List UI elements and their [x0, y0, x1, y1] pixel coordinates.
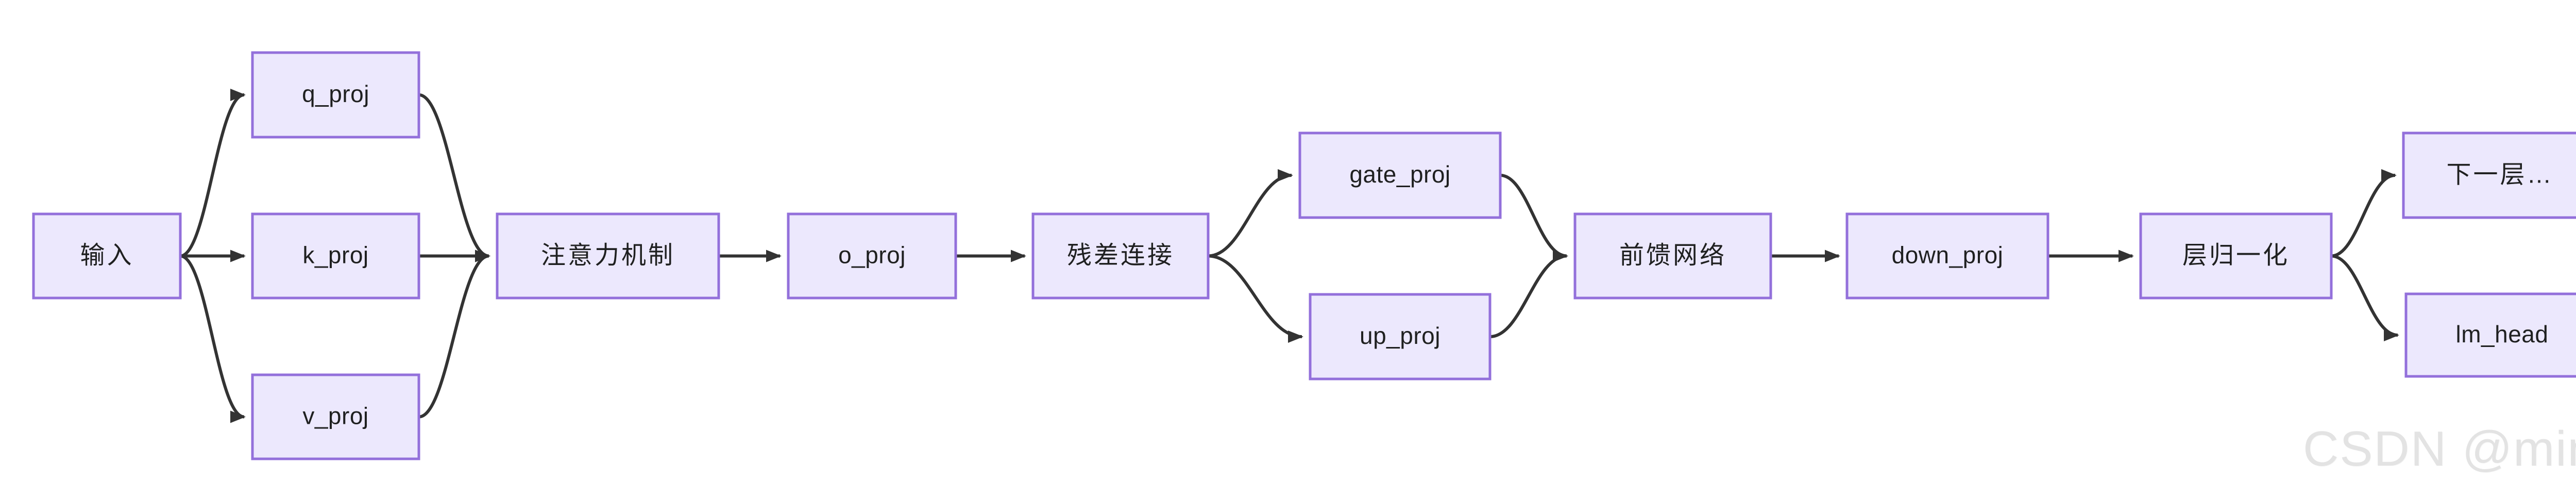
node-residual[interactable]: 残差连接: [1031, 212, 1210, 300]
node-label-k_proj: k_proj: [302, 242, 368, 269]
edge-residual-to-up_proj: [1208, 254, 1303, 343]
node-label-up_proj: up_proj: [1360, 322, 1440, 349]
node-box-q_proj: [251, 51, 420, 139]
node-box-input: [32, 212, 182, 300]
node-label-ffn: 前馈网络: [1619, 242, 1726, 269]
node-box-ffn: [1573, 212, 1772, 300]
node-label-residual: 残差连接: [1067, 242, 1174, 269]
node-nextlayer[interactable]: 下一层…: [2402, 131, 2576, 219]
node-attention[interactable]: 注意力机制: [496, 212, 720, 300]
node-label-o_proj: o_proj: [838, 242, 906, 269]
node-box-attention: [496, 212, 720, 300]
csdn-watermark: CSDN @minhuan@智循AI: [2303, 421, 2576, 476]
node-lm_head[interactable]: lm_head: [2404, 292, 2576, 378]
node-label-lm_head: lm_head: [2456, 321, 2549, 347]
node-k_proj[interactable]: k_proj: [251, 212, 420, 300]
edge-up_proj-to-ffn: [1489, 250, 1568, 338]
node-input[interactable]: 输入: [32, 212, 182, 300]
node-label-attention: 注意力机制: [541, 242, 675, 269]
node-box-k_proj: [251, 212, 420, 300]
node-ffn[interactable]: 前馈网络: [1573, 212, 1772, 300]
node-box-layernorm: [2139, 212, 2333, 300]
node-label-nextlayer: 下一层…: [2446, 161, 2553, 189]
node-box-residual: [1031, 212, 1210, 300]
node-label-gate_proj: gate_proj: [1349, 161, 1450, 188]
node-layernorm[interactable]: 层归一化: [2139, 212, 2333, 300]
node-box-down_proj: [1845, 212, 2049, 300]
node-box-gate_proj: [1298, 131, 1502, 219]
edge-q_proj-to-attention: [418, 93, 490, 262]
node-down_proj[interactable]: down_proj: [1845, 212, 2049, 300]
node-label-down_proj: down_proj: [1892, 242, 2004, 269]
node-o_proj[interactable]: o_proj: [787, 212, 957, 300]
edge-layer: [180, 89, 2399, 423]
edge-residual-to-gate_proj: [1208, 169, 1293, 258]
node-box-v_proj: [251, 373, 420, 460]
node-layer: 输入 q_proj k_proj v_proj 注意力机制 o_proj 残差连接 gate_…: [32, 51, 2576, 460]
node-box-nextlayer: [2402, 131, 2576, 219]
edge-v_proj-to-attention: [418, 250, 490, 419]
node-box-up_proj: [1309, 293, 1492, 380]
edge-input-to-v_proj: [180, 254, 246, 423]
node-gate_proj[interactable]: gate_proj: [1298, 131, 1502, 219]
node-label-q_proj: q_proj: [302, 80, 369, 107]
node-box-lm_head: [2404, 292, 2576, 378]
edge-gate_proj-to-ffn: [1500, 174, 1568, 262]
node-label-v_proj: v_proj: [302, 403, 368, 429]
node-v_proj[interactable]: v_proj: [251, 373, 420, 460]
edge-input-to-q_proj: [180, 89, 246, 258]
edge-layernorm-to-nextlayer: [2331, 169, 2397, 258]
node-box-o_proj: [787, 212, 957, 300]
node-label-layernorm: 层归一化: [2182, 242, 2290, 269]
edge-layernorm-to-lm_head: [2331, 254, 2399, 341]
node-up_proj[interactable]: up_proj: [1309, 293, 1492, 380]
node-q_proj[interactable]: q_proj: [251, 51, 420, 139]
node-label-input: 输入: [80, 242, 133, 269]
